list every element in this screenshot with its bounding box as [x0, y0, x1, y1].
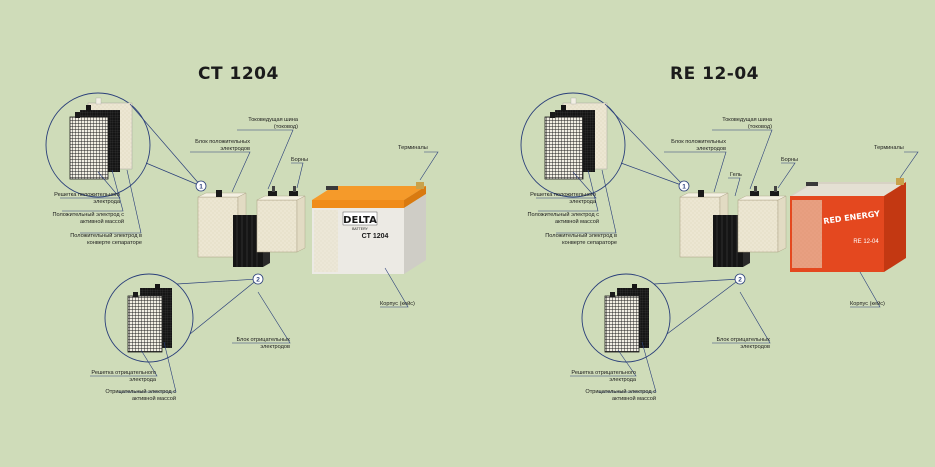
detail-circle-2 [104, 273, 194, 363]
marker-2: 2 [252, 273, 264, 285]
middle-separator-block-right [737, 186, 787, 253]
middle-separator-block [256, 186, 306, 253]
marker-1: 1 [195, 180, 207, 192]
label-case: Корпус (кейс) [380, 301, 415, 307]
marker-2-right: 2 [734, 273, 746, 285]
delta-battery: DELTA BATTERY CT 1204 [312, 182, 426, 274]
negative-plate-stack-icon-right [604, 284, 649, 353]
svg-text:1: 1 [199, 184, 203, 191]
detail-circle-1-right [520, 92, 626, 198]
label-bus-right: Токоведущая шина(токовод) [722, 117, 772, 130]
svg-text:2: 2 [738, 277, 742, 284]
label-terminals: Терминалы [398, 145, 428, 151]
svg-text:2: 2 [256, 277, 260, 284]
detail-circle-1 [45, 92, 151, 198]
positive-plate-stack-icon [69, 97, 133, 180]
right-leader-lines [536, 129, 919, 393]
left-panel-artwork: 1 [45, 92, 439, 393]
label-borny-right: Борны [781, 157, 799, 163]
right-panel-artwork: 1 [520, 92, 919, 393]
panel-title-left: CT 1204 [198, 64, 279, 84]
label-borny: Борны [291, 157, 309, 163]
svg-text:BATTERY: BATTERY [352, 227, 368, 231]
negative-plate-stack-icon [127, 284, 172, 353]
panel-title-right: RE 12-04 [670, 64, 759, 84]
label-bus: Токоведущая шина(токовод) [248, 117, 298, 130]
svg-text:CT 1204: CT 1204 [362, 233, 389, 240]
label-gel-right: Гель [730, 172, 742, 178]
label-case-right: Корпус (кейс) [850, 301, 885, 307]
red-energy-battery: RED ENERGY RE 12-04 [790, 178, 906, 272]
label-terminals-right: Терминалы [874, 145, 904, 151]
svg-text:DELTA: DELTA [343, 215, 377, 226]
svg-text:RE 12-04: RE 12-04 [853, 239, 879, 245]
marker-1-right: 1 [678, 180, 690, 192]
svg-text:1: 1 [682, 184, 686, 191]
left-leader-lines [60, 129, 439, 393]
positive-plate-stack-icon-right [544, 97, 608, 180]
